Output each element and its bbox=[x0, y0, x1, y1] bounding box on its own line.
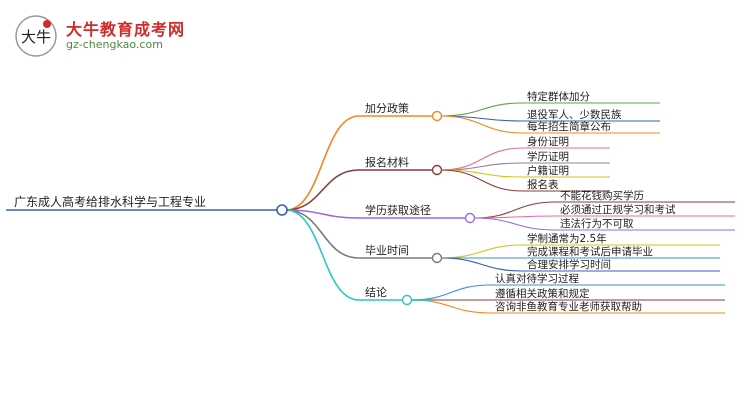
brand-seal-icon: 大牛 bbox=[15, 15, 57, 57]
leaf-label: 退役军人、少数民族 bbox=[527, 108, 622, 121]
connector-root-to-branch bbox=[285, 209, 360, 301]
leaf-label: 户籍证明 bbox=[527, 164, 569, 177]
root-label: 广东成人高考给排水科学与工程专业 bbox=[14, 194, 206, 209]
leaf-label: 认真对待学习过程 bbox=[495, 272, 579, 285]
connector-root-to-branch bbox=[285, 209, 360, 259]
svg-text:大牛: 大牛 bbox=[21, 28, 51, 46]
branch-node bbox=[431, 252, 443, 264]
leaf-label: 必须通过正规学习和考试 bbox=[560, 203, 676, 216]
branch-node bbox=[431, 110, 443, 122]
leaf-label: 身份证明 bbox=[527, 135, 569, 148]
leaf-label: 违法行为不可取 bbox=[560, 217, 634, 230]
connector-branch-to-leaf bbox=[473, 217, 557, 231]
connector-branch-to-leaf bbox=[440, 244, 524, 259]
brand-url: gz-chengkao.com bbox=[66, 38, 163, 51]
brand-logo: 大牛 大牛教育成考网 gz-chengkao.com bbox=[14, 14, 214, 58]
branch-label: 报名材料 bbox=[365, 155, 409, 169]
leaf-label: 合理安排学习时间 bbox=[527, 258, 611, 271]
branch-node bbox=[431, 164, 443, 176]
connector-branch-to-leaf bbox=[440, 115, 524, 134]
branch-node bbox=[464, 212, 476, 224]
branch-node bbox=[401, 294, 413, 306]
branch-label: 加分政策 bbox=[365, 101, 409, 115]
connector-root-to-branch bbox=[285, 209, 360, 219]
connector-branch-to-leaf bbox=[410, 299, 492, 314]
connector-branch-to-leaf bbox=[440, 169, 524, 192]
leaf-label: 咨询非鱼教育专业老师获取帮助 bbox=[495, 300, 642, 313]
brand-name: 大牛教育成考网 bbox=[66, 20, 186, 39]
connector-branch-to-leaf bbox=[410, 284, 492, 301]
branch-label: 结论 bbox=[365, 285, 387, 299]
leaf-label: 学制通常为2.5年 bbox=[527, 232, 607, 245]
leaf-label: 学历证明 bbox=[527, 150, 569, 163]
connector-branch-to-leaf bbox=[440, 257, 524, 272]
leaf-label: 报名表 bbox=[527, 178, 559, 191]
leaf-label: 遵循相关政策和规定 bbox=[495, 287, 590, 300]
connector-root-to-branch bbox=[285, 169, 360, 211]
leaf-label: 特定群体加分 bbox=[527, 90, 590, 103]
branch-label: 学历获取途径 bbox=[365, 203, 431, 217]
root-node bbox=[276, 204, 288, 216]
leaf-label: 完成课程和考试后申请毕业 bbox=[527, 245, 653, 258]
connector-root-to-branch bbox=[285, 115, 360, 211]
leaf-label: 每年招生简章公布 bbox=[527, 120, 611, 133]
connector-branch-to-leaf bbox=[440, 102, 524, 117]
leaf-label: 不能花钱购买学历 bbox=[560, 189, 644, 202]
branch-label: 毕业时间 bbox=[365, 244, 409, 257]
